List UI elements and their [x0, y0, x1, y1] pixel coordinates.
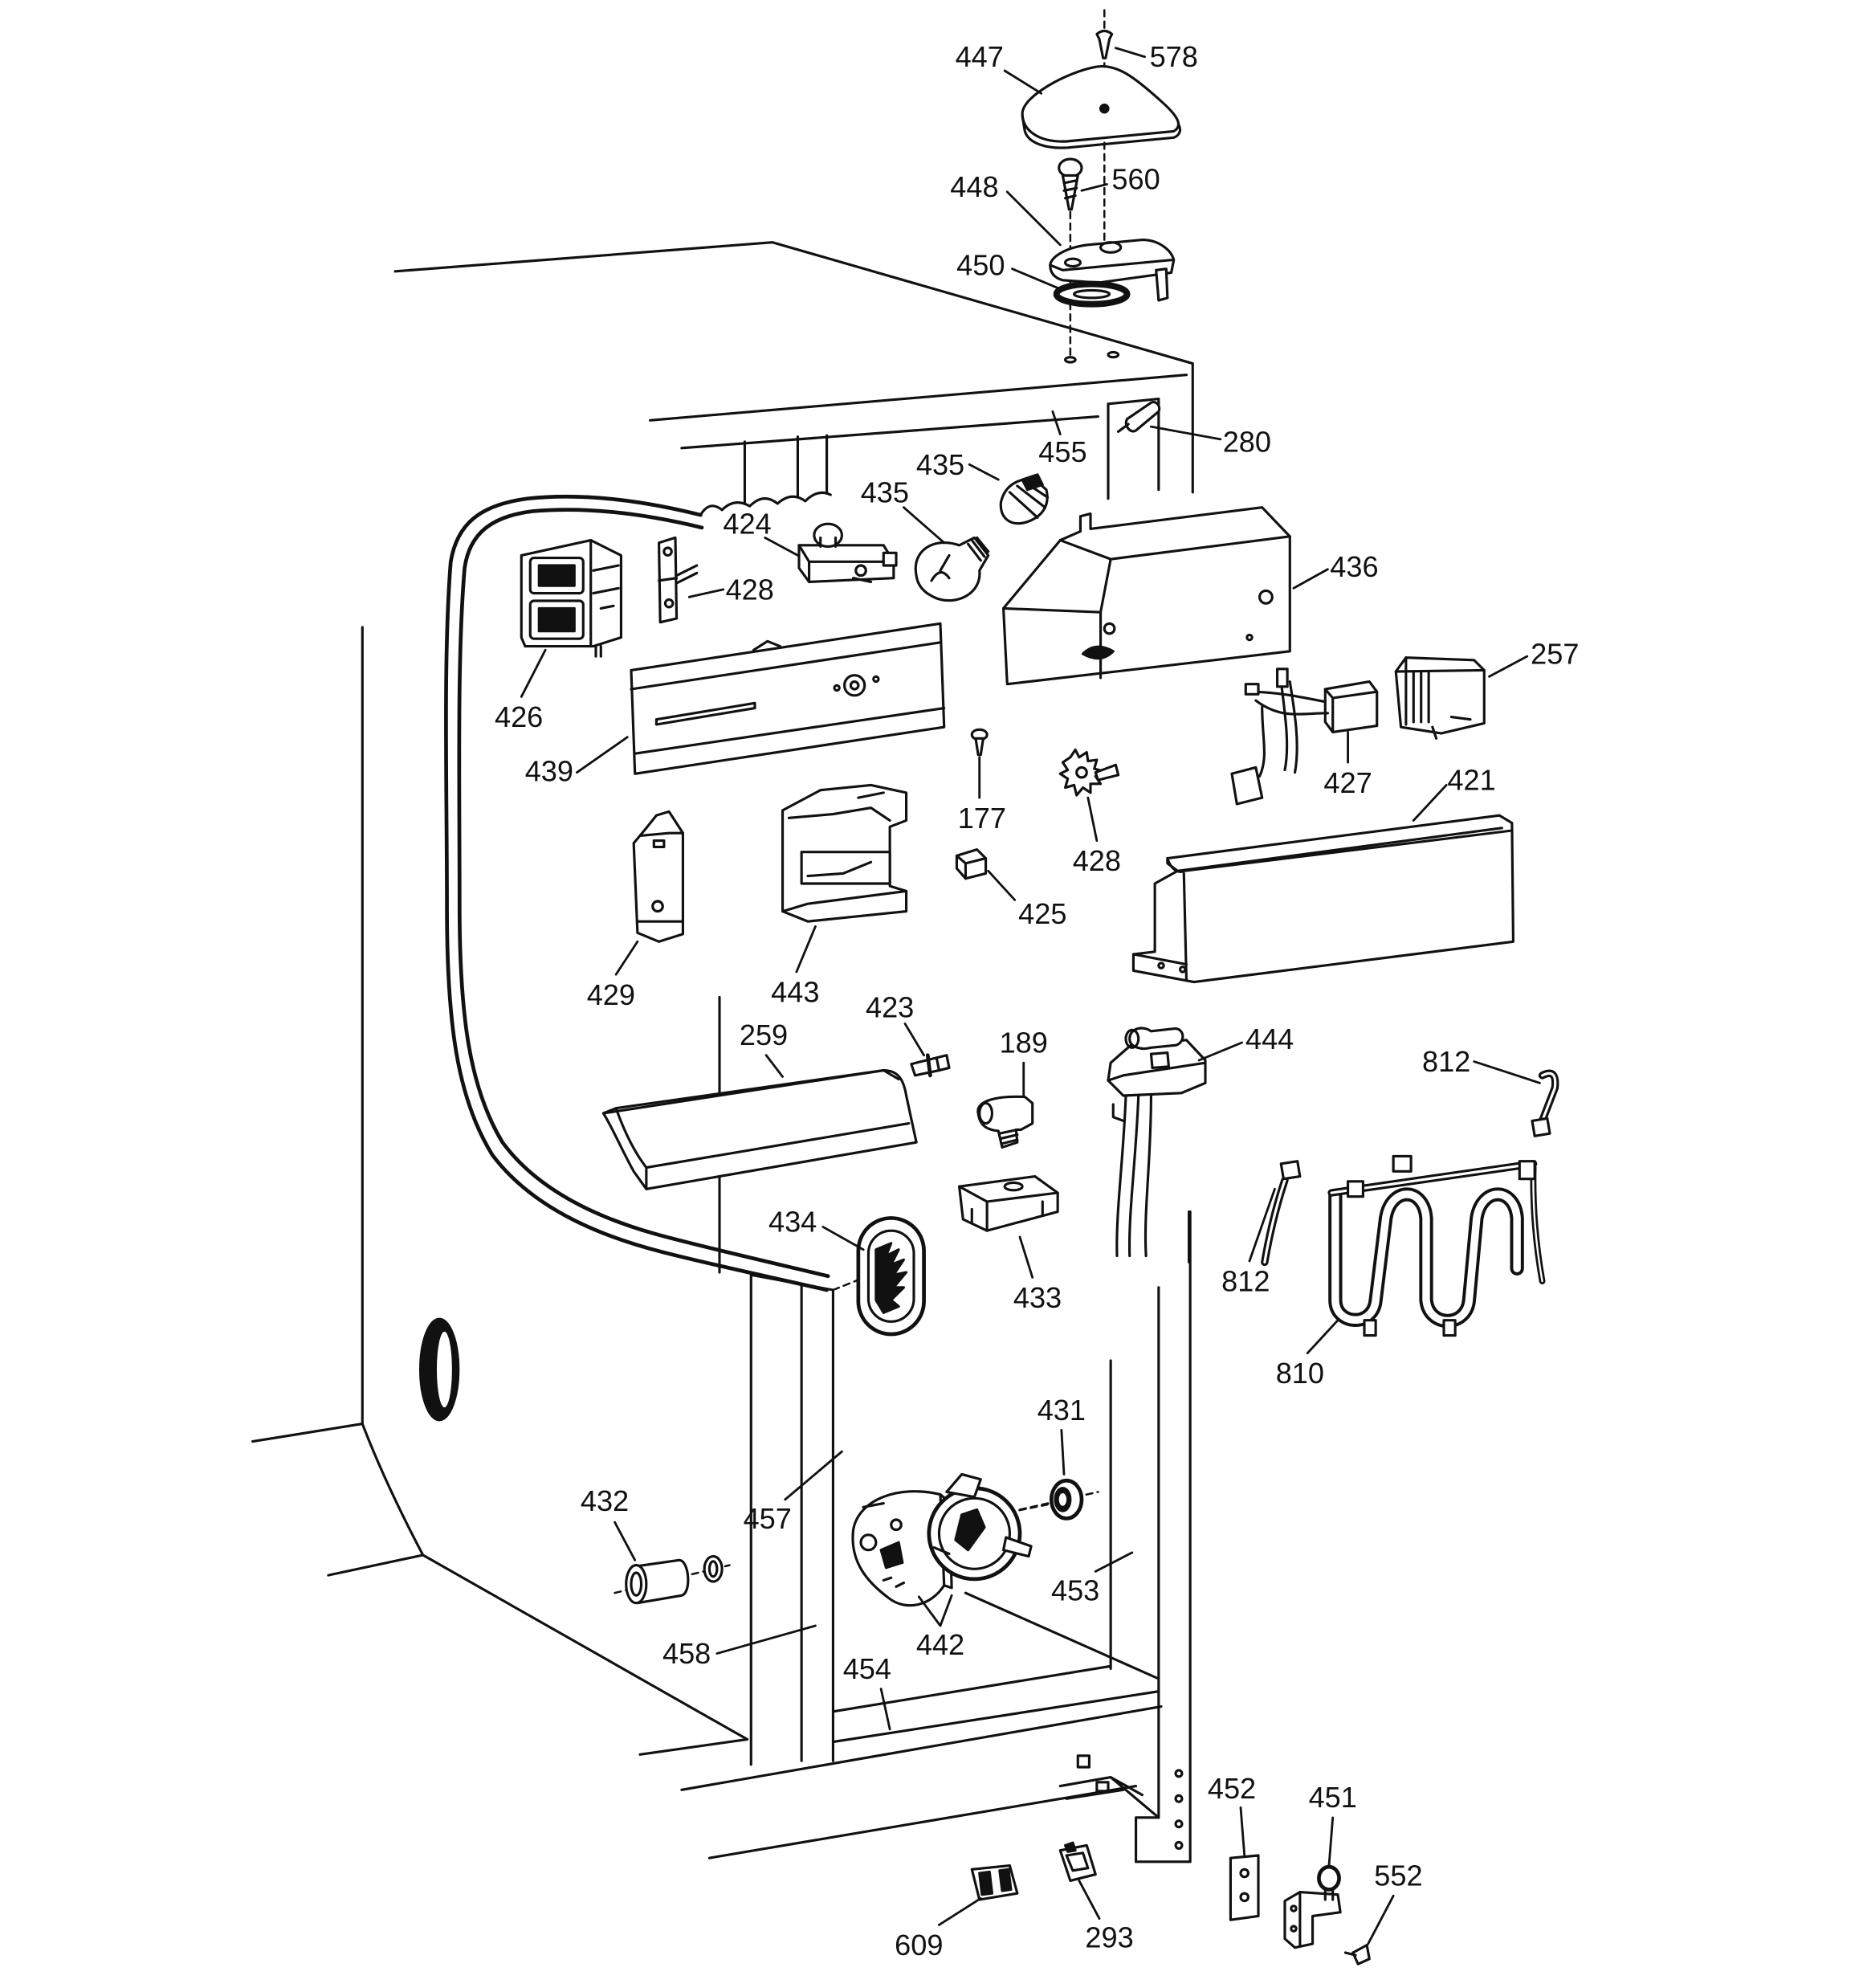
part-442	[851, 1472, 1033, 1607]
callout-labels: 447 578 448 560 450 280 455 435 435 424 …	[495, 40, 1579, 1961]
part-431	[1049, 1478, 1084, 1521]
part-812-upper	[1531, 1069, 1559, 1137]
callout-257: 257	[1531, 638, 1579, 671]
callout-609: 609	[895, 1929, 943, 1961]
callout-280: 280	[1223, 426, 1271, 459]
callout-578: 578	[1150, 40, 1198, 73]
part-552	[1343, 1944, 1371, 1966]
handle-recess	[419, 1317, 460, 1422]
callout-427: 427	[1323, 766, 1372, 799]
part-257	[1394, 656, 1486, 740]
callout-434: 434	[768, 1206, 817, 1239]
part-443	[781, 783, 908, 923]
part-452	[1229, 1854, 1260, 1921]
part-450	[1053, 280, 1131, 308]
callout-444: 444	[1245, 1023, 1294, 1055]
part-426	[520, 539, 622, 658]
callout-450: 450	[956, 249, 1005, 282]
callout-436: 436	[1330, 550, 1378, 583]
callout-439: 439	[525, 755, 573, 788]
callout-443: 443	[771, 976, 819, 1009]
part-436	[1001, 506, 1291, 686]
part-421	[1131, 814, 1514, 984]
callout-455: 455	[1038, 435, 1086, 468]
part-435-bulb	[914, 536, 990, 602]
part-423	[910, 1053, 951, 1078]
callout-454: 454	[843, 1652, 891, 1685]
part-435-socket	[999, 473, 1050, 525]
callout-189: 189	[1000, 1027, 1048, 1059]
part-432	[625, 1555, 724, 1605]
callout-451: 451	[1309, 1781, 1357, 1814]
callout-432: 432	[581, 1484, 629, 1517]
callout-426: 426	[495, 700, 543, 733]
callout-560: 560	[1111, 163, 1160, 196]
callout-429: 429	[587, 978, 635, 1011]
part-189	[976, 1095, 1034, 1149]
part-428-gear	[1058, 748, 1120, 797]
insulation-cutaway	[444, 491, 832, 1292]
callout-452: 452	[1208, 1772, 1256, 1805]
callout-428-bracket: 428	[726, 573, 774, 606]
callout-812-upper: 812	[1422, 1045, 1470, 1078]
callout-552: 552	[1374, 1859, 1422, 1892]
part-448	[1049, 239, 1176, 302]
callout-433: 433	[1013, 1281, 1062, 1314]
callout-177: 177	[958, 802, 1006, 835]
callout-428-gear: 428	[1073, 844, 1121, 877]
leader-lines	[520, 47, 1541, 1945]
part-425	[955, 847, 988, 880]
callout-810: 810	[1276, 1357, 1324, 1390]
part-424	[797, 522, 898, 583]
part-429	[632, 810, 684, 943]
callout-435-bulb: 435	[861, 476, 909, 508]
callout-293: 293	[1085, 1921, 1133, 1954]
part-810	[1327, 1154, 1546, 1337]
callout-448: 448	[950, 170, 998, 203]
callout-447: 447	[956, 40, 1004, 73]
part-578	[1095, 29, 1114, 59]
callout-442: 442	[916, 1628, 964, 1661]
part-451	[1283, 1864, 1342, 1949]
callout-259: 259	[740, 1018, 788, 1051]
part-812-lower	[1261, 1160, 1302, 1267]
callout-424: 424	[723, 508, 771, 541]
part-280	[1116, 401, 1161, 433]
part-560	[1058, 157, 1083, 211]
callout-431: 431	[1037, 1394, 1086, 1427]
callout-457: 457	[744, 1502, 792, 1535]
part-259	[601, 1068, 918, 1190]
callout-458: 458	[662, 1637, 711, 1670]
callout-423: 423	[866, 991, 914, 1024]
cabinet-outline	[251, 241, 1194, 1863]
part-433	[957, 1174, 1059, 1232]
part-427	[1230, 667, 1379, 806]
part-439	[630, 622, 946, 775]
part-609	[970, 1864, 1019, 1901]
part-434	[856, 1216, 926, 1337]
part-447	[1021, 64, 1182, 149]
callout-435-socket: 435	[916, 448, 964, 481]
callout-421: 421	[1447, 764, 1495, 797]
part-444	[1107, 1027, 1207, 1263]
callout-425: 425	[1018, 897, 1066, 930]
callout-812-lower: 812	[1221, 1265, 1270, 1298]
part-177	[970, 728, 989, 757]
part-428-bracket	[657, 536, 699, 624]
part-293	[1058, 1841, 1097, 1882]
callout-453: 453	[1051, 1574, 1099, 1606]
